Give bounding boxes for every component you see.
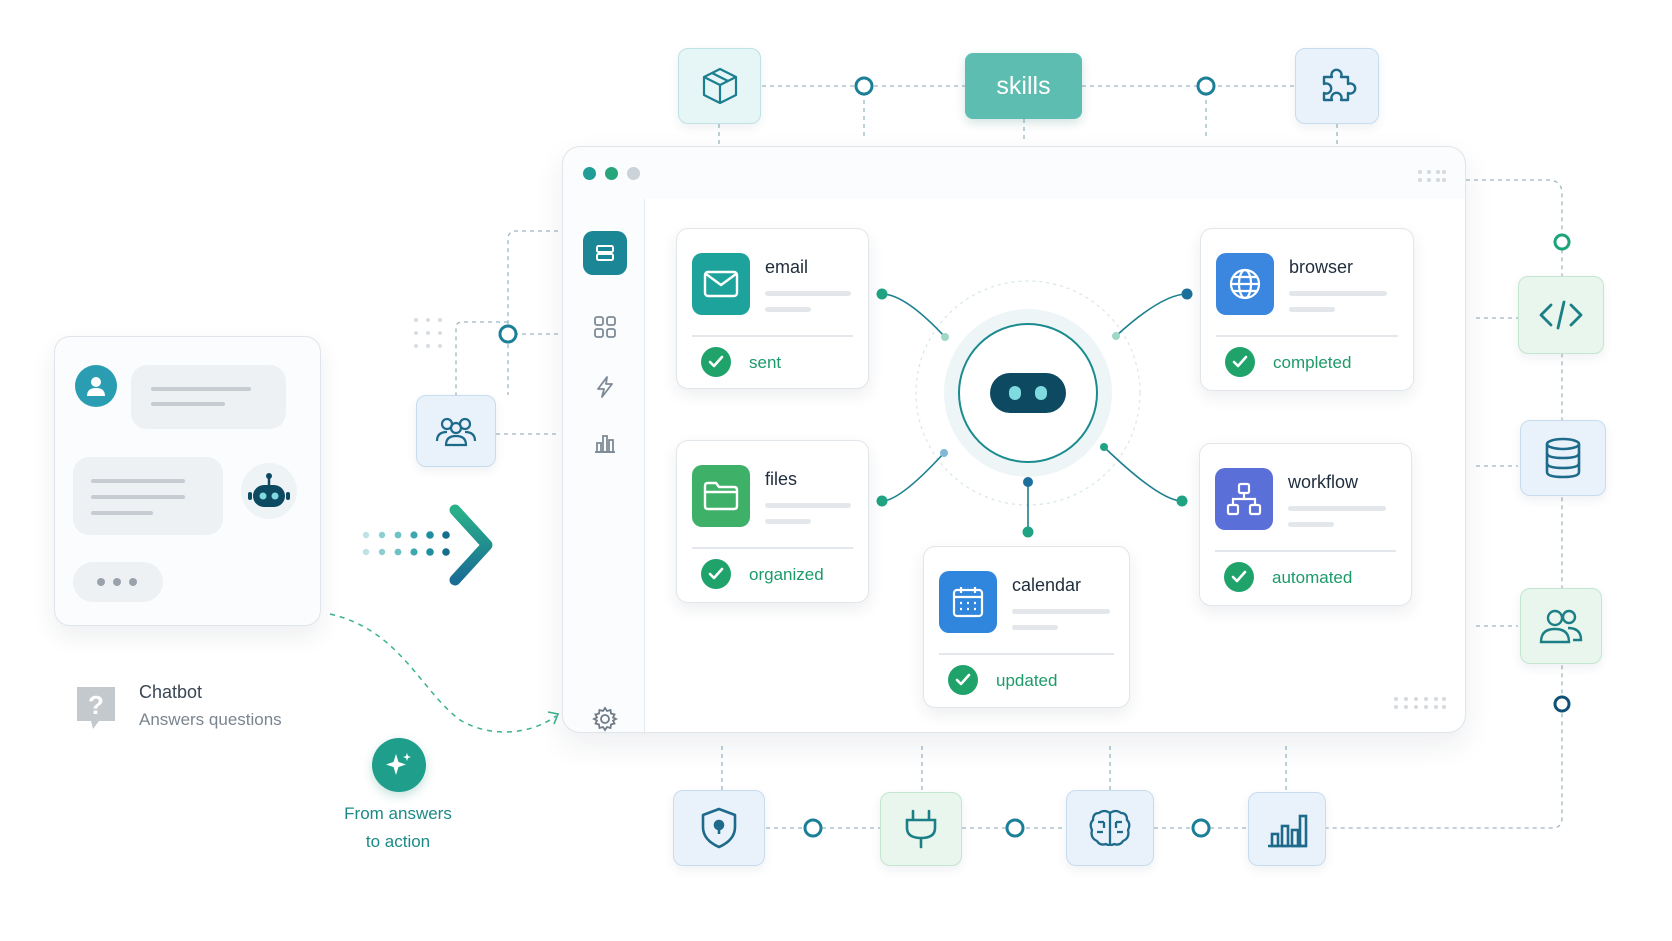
task-card-workflow[interactable]: workflow automated — [1199, 443, 1412, 606]
robot-hub[interactable] — [958, 323, 1098, 463]
sidebar-settings-button[interactable] — [585, 699, 625, 739]
skills-pill[interactable]: skills — [965, 53, 1082, 119]
bar-chart-icon-tile[interactable] — [1248, 792, 1326, 866]
brain-icon — [1089, 809, 1131, 847]
status-text: automated — [1272, 568, 1353, 587]
window-dot-2[interactable] — [605, 167, 618, 180]
card-title: browser — [1289, 257, 1354, 277]
envelope-icon — [703, 270, 739, 298]
cube-icon-tile[interactable] — [678, 48, 761, 124]
task-card-email[interactable]: email sent — [676, 228, 869, 389]
database-icon-tile[interactable] — [1520, 420, 1606, 496]
check-icon — [701, 347, 731, 377]
plug-icon — [905, 809, 937, 849]
grid-icon — [594, 316, 616, 338]
folder-icon — [703, 481, 739, 511]
user-message-bubble — [131, 365, 286, 429]
user-icon — [87, 377, 105, 396]
hierarchy-icon — [1226, 482, 1262, 516]
puzzle-icon-tile[interactable] — [1295, 48, 1379, 124]
sidebar-grid-button[interactable] — [587, 309, 623, 345]
caption: From answers to action — [318, 800, 478, 856]
card-title: files — [765, 469, 798, 489]
users-icon — [1539, 609, 1583, 644]
browser-tile — [1216, 253, 1274, 315]
window-sidebar — [563, 199, 645, 734]
sparkle-icon — [386, 753, 411, 775]
bot-message-bubble — [73, 457, 223, 535]
card-title: workflow — [1288, 472, 1359, 492]
card-title: email — [765, 257, 809, 277]
chatbot-subtitle: Answers questions — [139, 710, 282, 729]
chatbot-panel — [54, 336, 321, 626]
status-text: organized — [749, 565, 824, 584]
window-dots-grid — [1418, 170, 1446, 182]
task-card-files[interactable]: files organized — [676, 440, 869, 603]
window-titlebar — [563, 147, 1465, 199]
chatbot-title: Chatbot — [139, 682, 203, 702]
card-title: calendar — [1012, 575, 1082, 595]
workflow-tile — [1215, 468, 1273, 530]
window-dot-3[interactable] — [627, 167, 640, 180]
bot-avatar — [241, 463, 297, 519]
brain-icon-tile[interactable] — [1066, 790, 1154, 866]
plug-icon-tile[interactable] — [880, 792, 962, 866]
check-icon — [1224, 562, 1254, 592]
database-icon — [1545, 437, 1581, 479]
cube-icon — [702, 67, 737, 105]
team-icon-tile[interactable] — [416, 395, 496, 467]
sidebar-analytics-button[interactable] — [587, 425, 623, 461]
check-icon — [948, 665, 978, 695]
task-card-browser[interactable]: browser completed — [1200, 228, 1414, 391]
status-text: sent — [749, 353, 782, 372]
status-text: completed — [1273, 353, 1352, 372]
bot-icon — [248, 473, 290, 507]
robot-icon — [990, 373, 1066, 413]
calendar-tile — [939, 571, 997, 633]
gear-icon — [591, 706, 619, 732]
status-text: updated — [996, 671, 1058, 690]
content-dots-grid — [1394, 697, 1446, 709]
caption-line-1: From answers — [344, 804, 452, 823]
lightning-icon — [597, 376, 613, 398]
code-icon — [1539, 300, 1583, 330]
shield-icon — [701, 807, 737, 849]
caption-line-2: to action — [365, 832, 431, 851]
user-avatar — [75, 365, 117, 407]
puzzle-icon — [1322, 68, 1357, 102]
globe-icon — [1229, 268, 1261, 300]
users-icon-tile[interactable] — [1520, 588, 1602, 664]
window-dot-1[interactable] — [583, 167, 596, 180]
task-card-calendar[interactable]: calendar updated — [923, 546, 1130, 708]
calendar-icon — [952, 587, 984, 618]
code-icon-tile[interactable] — [1518, 276, 1604, 354]
files-tile — [692, 465, 750, 527]
typing-indicator — [73, 562, 163, 602]
bar-chart-icon — [595, 435, 615, 453]
email-tile — [692, 253, 750, 315]
shield-icon-tile[interactable] — [673, 790, 765, 866]
bar-chart-icon — [1268, 814, 1308, 848]
sparkle-button[interactable] — [372, 738, 426, 792]
question-icon: ? — [73, 683, 119, 731]
panel-icon — [596, 245, 614, 261]
sidebar-panel-button[interactable] — [583, 231, 627, 275]
team-icon — [435, 417, 477, 447]
sidebar-automation-button[interactable] — [587, 369, 623, 405]
check-icon — [1225, 347, 1255, 377]
check-icon — [701, 559, 731, 589]
svg-text:?: ? — [88, 690, 104, 720]
